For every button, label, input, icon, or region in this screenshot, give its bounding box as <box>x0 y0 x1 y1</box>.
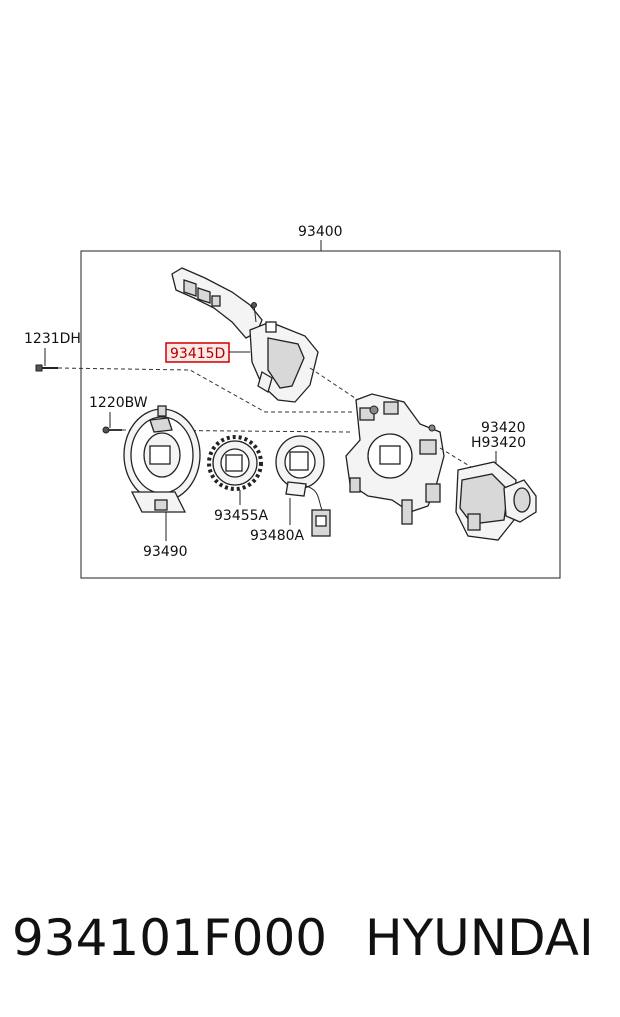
highlighted-part-label: 93415D <box>165 342 230 363</box>
footer: 934101F000 HYUNDAI <box>0 905 620 975</box>
dashed-line-bolt <box>57 367 352 413</box>
label-93480a: 93480A <box>250 528 305 544</box>
label-93455a: 93455A <box>214 508 269 524</box>
left-lever-switch <box>171 267 319 403</box>
dashed-line-right <box>439 447 477 471</box>
label-1231dh: 1231DH <box>24 331 81 347</box>
central-switch-body <box>345 393 445 525</box>
bolt-1231dh-icon <box>35 364 58 372</box>
dashed-line-lever <box>309 367 371 409</box>
label-1220bw: 1220BW <box>89 395 148 411</box>
label-93490: 93490 <box>143 544 188 560</box>
toothed-ring <box>207 435 263 491</box>
screw-1220bw-icon <box>102 426 122 434</box>
label-93400: 93400 <box>298 224 343 240</box>
svg-text:93415D: 93415D <box>170 346 225 362</box>
part-number: 934101F000 <box>12 909 328 967</box>
label-93420: 93420 <box>481 420 526 436</box>
brand-name: HYUNDAI <box>365 909 594 967</box>
label-h93420: H93420 <box>471 435 526 451</box>
right-wiper-switch <box>455 461 537 541</box>
angle-sensor <box>275 435 331 537</box>
clock-spring <box>123 405 201 513</box>
